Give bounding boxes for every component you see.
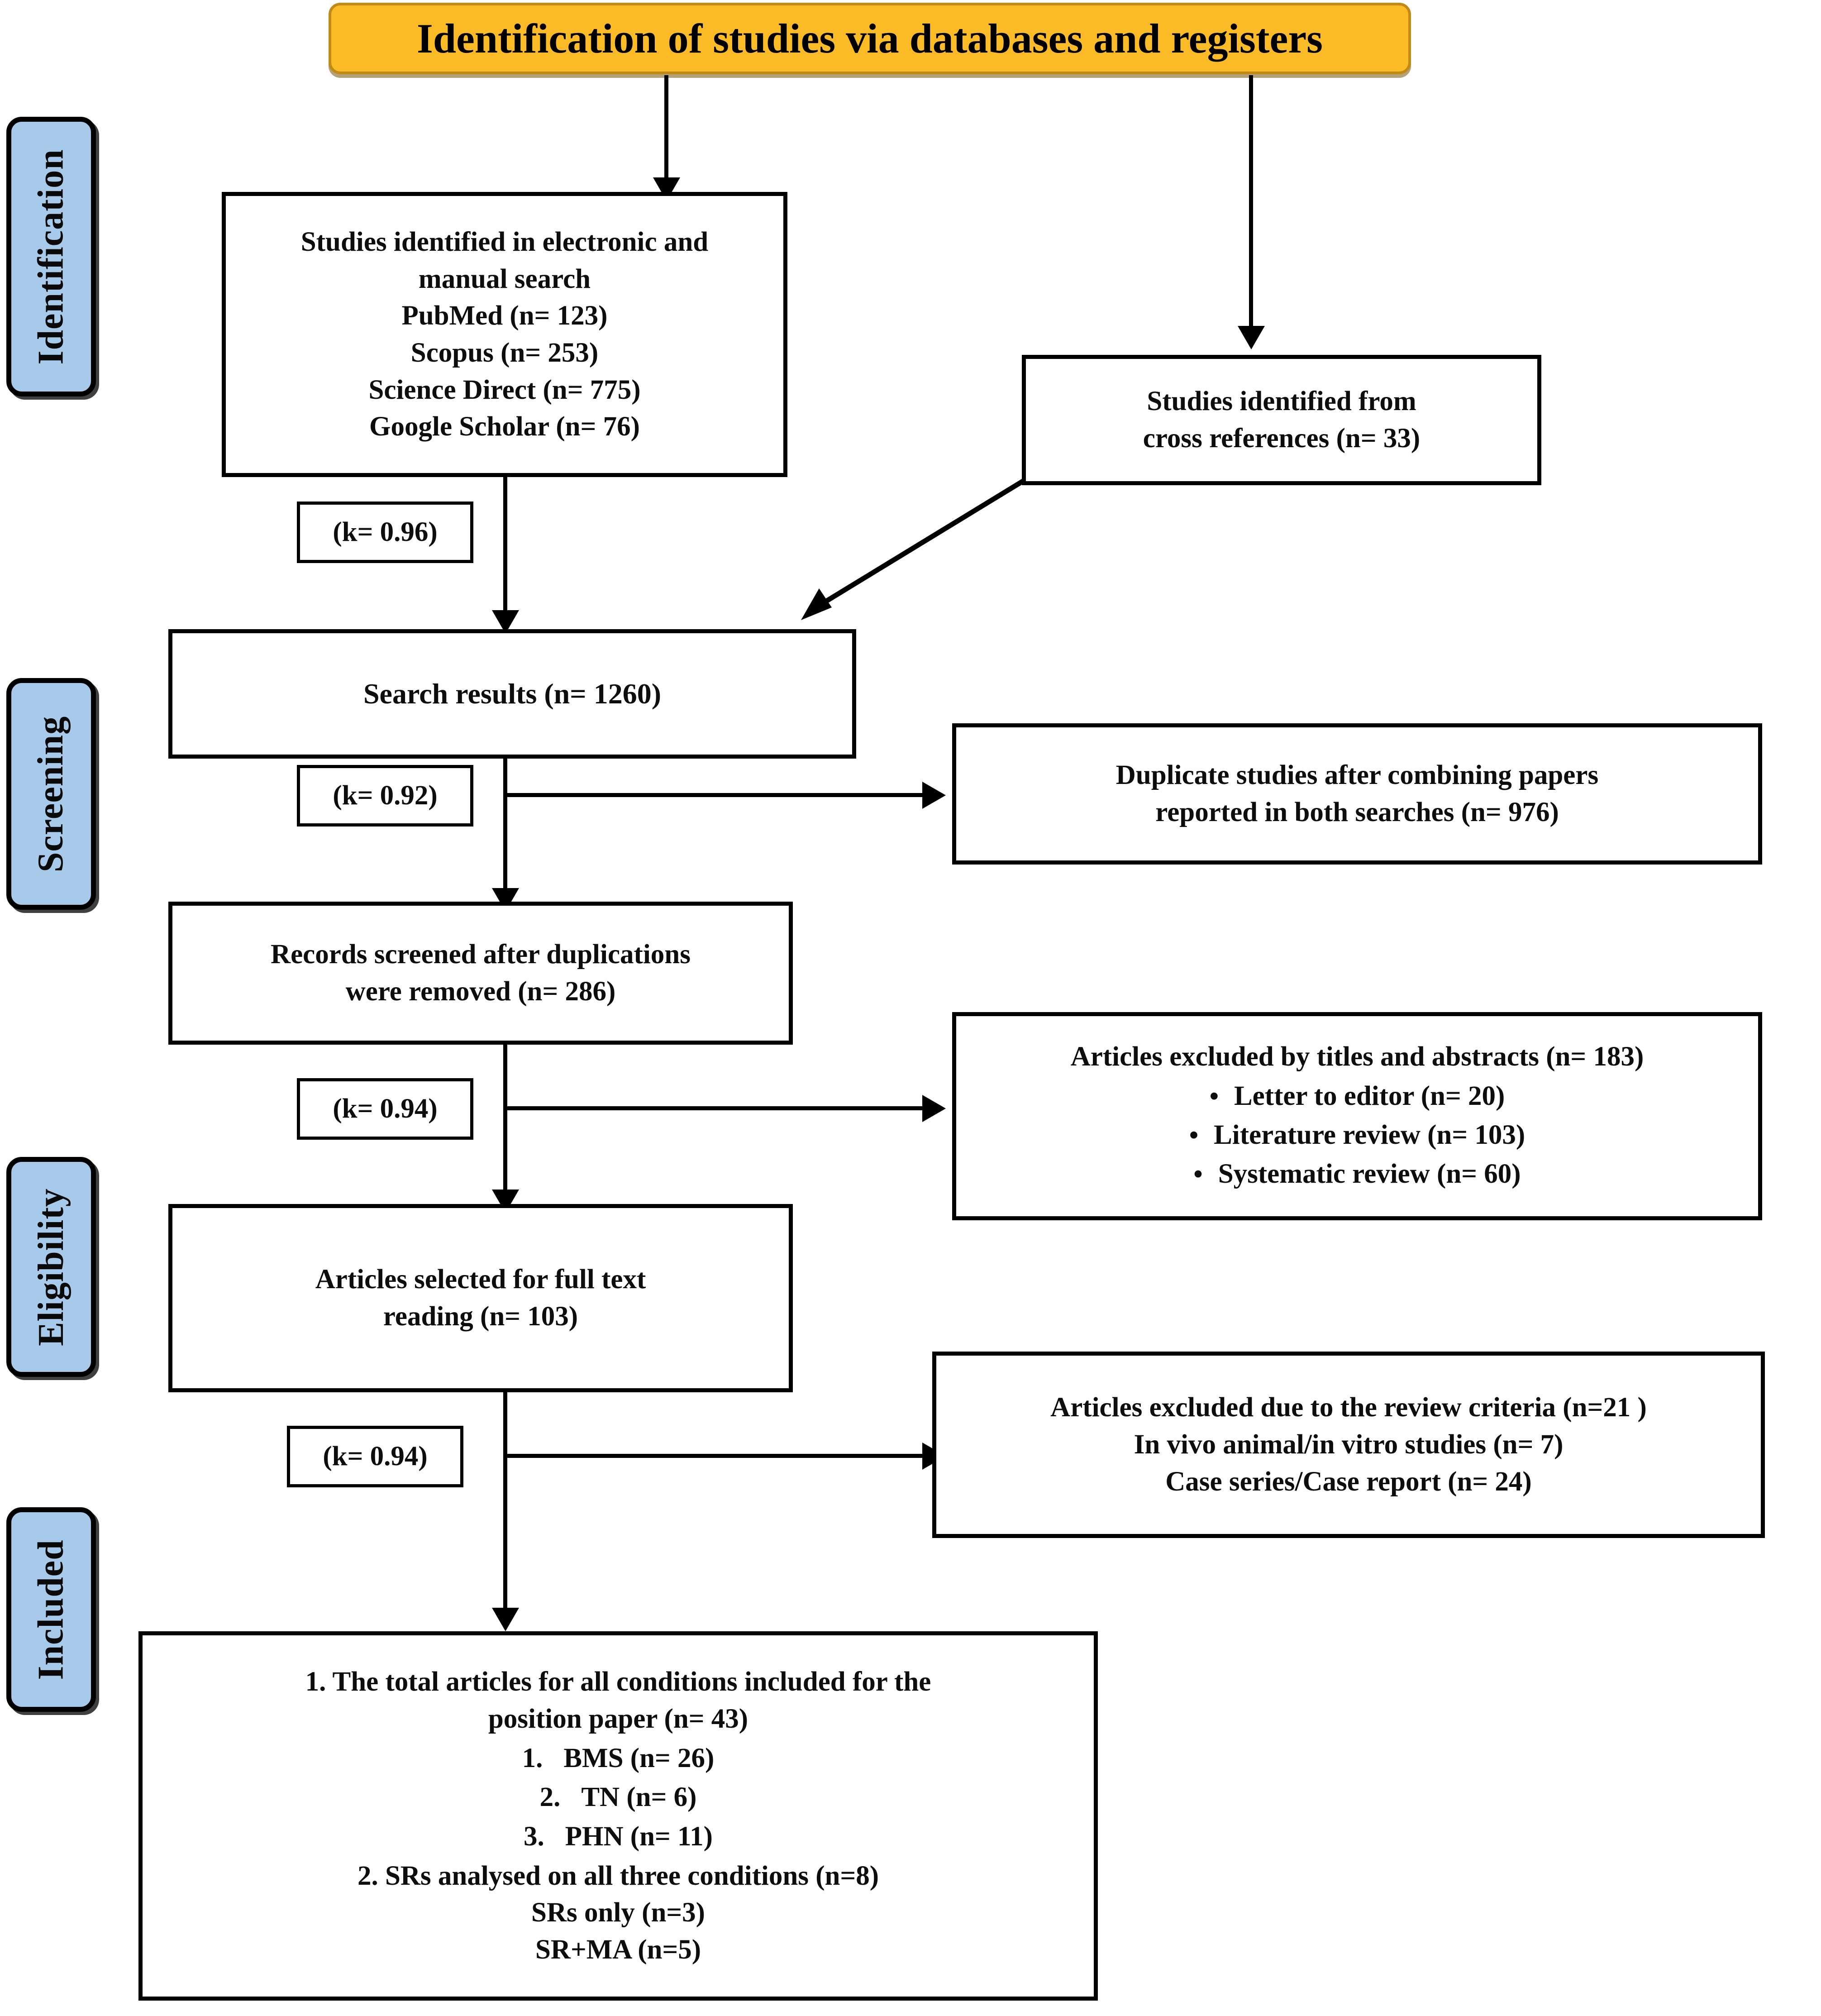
connector-sources-to-search-results — [503, 477, 507, 619]
phase-chip-screening: Screening — [6, 678, 96, 910]
search-results-line1: Search results (n= 1260) — [363, 678, 662, 710]
page-title: Identification of studies via databases … — [329, 3, 1411, 74]
records-screened-line2: were removed (n= 286) — [345, 976, 616, 1007]
kappa-value-1: (k= 0.96) — [297, 502, 473, 563]
connector-search-to-duplicates — [503, 793, 929, 797]
excluded-criteria-line2: In vivo animal/in vitro studies (n= 7) — [1134, 1429, 1564, 1460]
box-search-results: Search results (n= 1260) — [168, 629, 856, 759]
crossrefs-line1: Studies identified from — [1147, 386, 1416, 417]
included-sr-ma: SR+MA (n=5) — [535, 1935, 701, 1965]
box-excluded-by-titles: Articles excluded by titles and abstract… — [952, 1012, 1762, 1220]
sources-heading-line2: manual search — [418, 263, 591, 294]
included-condition-tn: TN (n= 6) — [581, 1782, 697, 1813]
included-condition-list: BMS (n= 26) TN (n= 6) PHN (n= 11) — [153, 1740, 1084, 1855]
phase-chip-eligibility: Eligibility — [6, 1157, 96, 1377]
excluded-titles-heading: Articles excluded by titles and abstract… — [1070, 1041, 1644, 1072]
sources-item-sciencedirect: Science Direct (n= 775) — [368, 374, 641, 405]
arrowhead-banner-to-crossrefs — [1238, 326, 1265, 349]
box-excluded-by-criteria: Articles excluded due to the review crit… — [932, 1352, 1765, 1538]
included-condition-bms: BMS (n= 26) — [563, 1743, 715, 1773]
included-heading-line2: position paper (n= 43) — [488, 1703, 748, 1734]
kappa-label-1: (k= 0.96) — [333, 517, 438, 547]
box-duplicate-studies: Duplicate studies after combining papers… — [952, 723, 1762, 865]
included-srs-only: SRs only (n=3) — [531, 1897, 705, 1928]
kappa-label-2: (k= 0.92) — [333, 780, 438, 811]
duplicates-line2: reported in both searches (n= 976) — [1155, 797, 1559, 827]
kappa-value-4: (k= 0.94) — [287, 1426, 463, 1487]
excluded-titles-item-letter: Letter to editor (n= 20) — [966, 1078, 1748, 1115]
connector-records-to-fulltext — [503, 1045, 507, 1199]
records-screened-line1: Records screened after duplications — [271, 939, 691, 970]
excluded-criteria-line1: Articles excluded due to the review crit… — [1050, 1392, 1647, 1423]
box-records-screened: Records screened after duplications were… — [168, 902, 793, 1045]
included-srs-all-conditions: 2. SRs analysed on all three conditions … — [357, 1860, 879, 1891]
box-sources-identified: Studies identified in electronic and man… — [222, 192, 787, 477]
sources-heading-line1: Studies identified in electronic and — [300, 226, 709, 257]
sources-item-googlescholar: Google Scholar (n= 76) — [369, 411, 640, 442]
sources-item-scopus: Scopus (n= 253) — [410, 338, 599, 368]
phase-chip-identification: Identification — [6, 117, 96, 397]
excluded-titles-item-systematic: Systematic review (n= 60) — [966, 1156, 1748, 1193]
box-included-final: 1. The total articles for all conditions… — [138, 1631, 1098, 2001]
connector-banner-to-crossrefs — [1249, 75, 1253, 335]
connector-search-to-records — [503, 759, 507, 898]
connector-fulltext-to-included — [503, 1392, 507, 1619]
kappa-value-3: (k= 0.94) — [297, 1078, 473, 1140]
phase-chip-included: Included — [6, 1507, 96, 1712]
excluded-criteria-line3: Case series/Case report (n= 24) — [1165, 1466, 1532, 1497]
arrowhead-records-to-excluded-titles — [922, 1095, 946, 1122]
connector-records-to-excluded-titles — [503, 1106, 929, 1110]
kappa-label-4: (k= 0.94) — [323, 1441, 428, 1471]
kappa-value-2: (k= 0.92) — [297, 765, 473, 826]
crossrefs-line2: cross references (n= 33) — [1143, 423, 1421, 454]
box-cross-references: Studies identified from cross references… — [1022, 355, 1541, 485]
included-condition-phn: PHN (n= 11) — [565, 1821, 713, 1852]
sources-item-pubmed: PubMed (n= 123) — [401, 301, 608, 331]
excluded-titles-list: Letter to editor (n= 20) Literature revi… — [966, 1078, 1748, 1192]
fulltext-line2: reading (n= 103) — [383, 1301, 578, 1332]
included-heading-line1: 1. The total articles for all conditions… — [305, 1667, 931, 1697]
kappa-label-3: (k= 0.94) — [333, 1094, 438, 1124]
box-full-text-reading: Articles selected for full text reading … — [168, 1204, 793, 1392]
duplicates-line1: Duplicate studies after combining papers — [1115, 760, 1599, 791]
excluded-titles-item-literature: Literature review (n= 103) — [966, 1117, 1748, 1154]
page-title-text: Identification of studies via databases … — [417, 15, 1323, 62]
arrowhead-fulltext-to-included — [492, 1608, 519, 1631]
arrowhead-search-to-duplicates — [922, 782, 946, 809]
connector-fulltext-to-excluded-criteria — [503, 1454, 929, 1458]
fulltext-line1: Articles selected for full text — [315, 1264, 646, 1295]
connector-banner-to-sources — [664, 75, 668, 186]
